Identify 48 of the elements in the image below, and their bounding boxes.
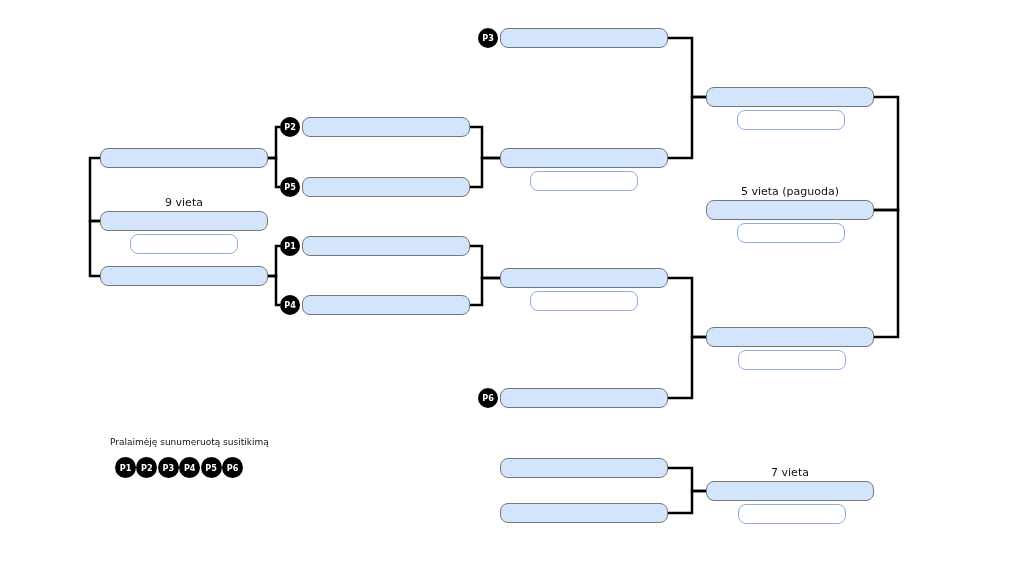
name-slot [302,236,470,256]
loser-badge: P5 [280,177,300,197]
score-field [737,110,845,130]
place-heading: 9 vieta [165,196,203,209]
score-field [530,291,638,311]
bracket-line [470,276,500,307]
bracket-line [668,489,706,515]
score-field [530,171,638,191]
legend-note: Pralaimėję sunumeruotą susitikimą [110,437,269,447]
loser-badge: P6 [478,388,498,408]
score-field [737,223,845,243]
place-heading: 5 vieta (paguoda) [740,185,840,198]
loser-badge: P1 [280,236,300,256]
name-slot [706,87,874,107]
score-field [738,350,846,370]
loser-badge: P2 [280,117,300,137]
name-slot [706,327,874,347]
bracket-line [874,208,900,339]
name-slot [500,268,668,288]
name-slot [302,177,470,197]
bracket-line [668,95,706,160]
loser-badge: P1 [115,457,136,478]
loser-badge: P3 [157,457,179,478]
loser-badge: P4 [179,457,201,478]
name-slot [500,458,668,478]
bracket-line [88,156,100,223]
name-slot [100,266,268,286]
name-slot [500,503,668,523]
name-slot [500,28,668,48]
name-slot [302,117,470,137]
score-field [738,504,846,524]
bracket-line [470,156,500,189]
name-slot [500,148,668,168]
bracket-line [668,335,706,400]
name-slot [100,148,268,168]
loser-badge: P4 [280,295,300,315]
bracket-line [874,95,900,212]
loser-badge: P2 [136,457,158,478]
name-slot [500,388,668,408]
score-field [130,234,238,254]
loser-badge: P5 [200,457,222,478]
loser-badge: P3 [478,28,498,48]
place-heading: 7 vieta [771,466,809,479]
name-slot [302,295,470,315]
bracket-line [268,274,280,307]
loser-badge: P6 [222,457,243,478]
bracket-line [268,156,280,189]
bracket-line [88,219,100,278]
